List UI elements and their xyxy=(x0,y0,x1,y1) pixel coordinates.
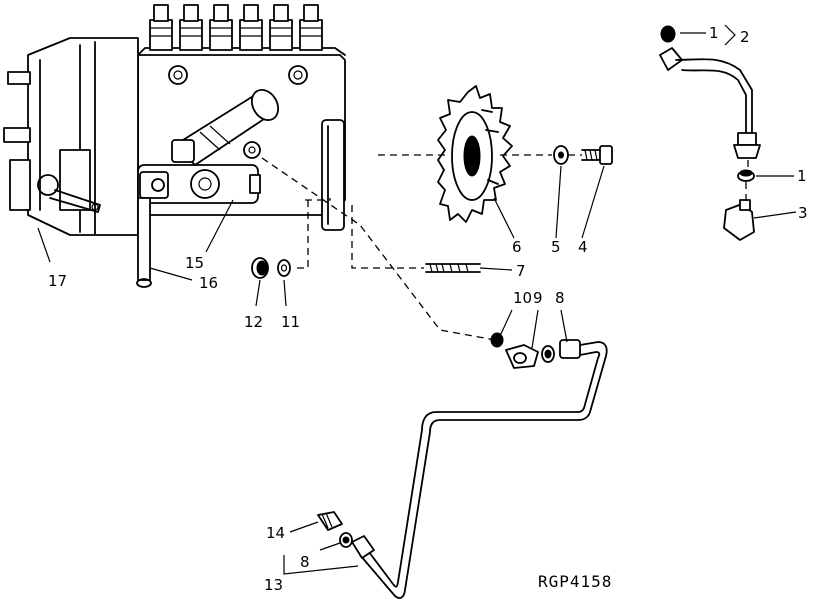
callout-4: 4 xyxy=(578,238,588,256)
callout-14: 14 xyxy=(266,524,285,542)
stud xyxy=(425,263,481,273)
callout-2: 2 xyxy=(740,28,750,46)
governor-housing xyxy=(3,37,139,236)
lower-fuel-line xyxy=(351,339,608,599)
assembly-guide-lines xyxy=(261,154,749,341)
callout-17: 17 xyxy=(48,272,67,290)
drain-rod xyxy=(136,197,152,288)
elbow-fitting xyxy=(723,199,755,241)
callout-8-lower: 8 xyxy=(300,553,310,571)
transfer-pump xyxy=(137,164,261,204)
callout-5: 5 xyxy=(551,238,561,256)
pump-mounting-flange xyxy=(321,119,345,231)
plug-washer xyxy=(277,259,291,277)
banjo-fitting xyxy=(505,344,539,369)
callout-1-top: 1 xyxy=(709,24,719,42)
drive-gear xyxy=(437,85,513,223)
upper-seal-ring xyxy=(737,169,755,182)
callout-6: 6 xyxy=(512,238,522,256)
injection-pump-body xyxy=(3,4,346,288)
callout-7: 7 xyxy=(516,262,526,280)
plug xyxy=(251,257,269,279)
callout-1-seal: 1 xyxy=(797,167,807,185)
callout-labels: 1 2 1 3 4 5 6 7 8 9 10 11 12 13 14 8 15 … xyxy=(48,24,808,594)
gear-bolt xyxy=(581,145,613,165)
leader-lines xyxy=(37,24,797,575)
callout-10: 10 xyxy=(513,289,532,307)
delivery-valve-holders xyxy=(149,4,323,51)
lower-end-fittings xyxy=(317,511,353,548)
gear-washer xyxy=(553,145,569,165)
callout-11: 11 xyxy=(281,313,300,331)
lower-washers xyxy=(490,332,555,363)
hand-primer xyxy=(171,89,280,166)
figure-code: RGP4158 xyxy=(538,572,612,591)
callout-8-upper: 8 xyxy=(555,289,565,307)
upper-fuel-line xyxy=(659,25,761,159)
callout-13: 13 xyxy=(264,576,283,594)
callout-3: 3 xyxy=(798,204,808,222)
callout-12: 12 xyxy=(244,313,263,331)
housing-nuts xyxy=(168,65,308,85)
inlet-port xyxy=(243,141,261,159)
callout-15: 15 xyxy=(185,254,204,272)
callout-16: 16 xyxy=(199,274,218,292)
callout-9: 9 xyxy=(533,289,543,307)
